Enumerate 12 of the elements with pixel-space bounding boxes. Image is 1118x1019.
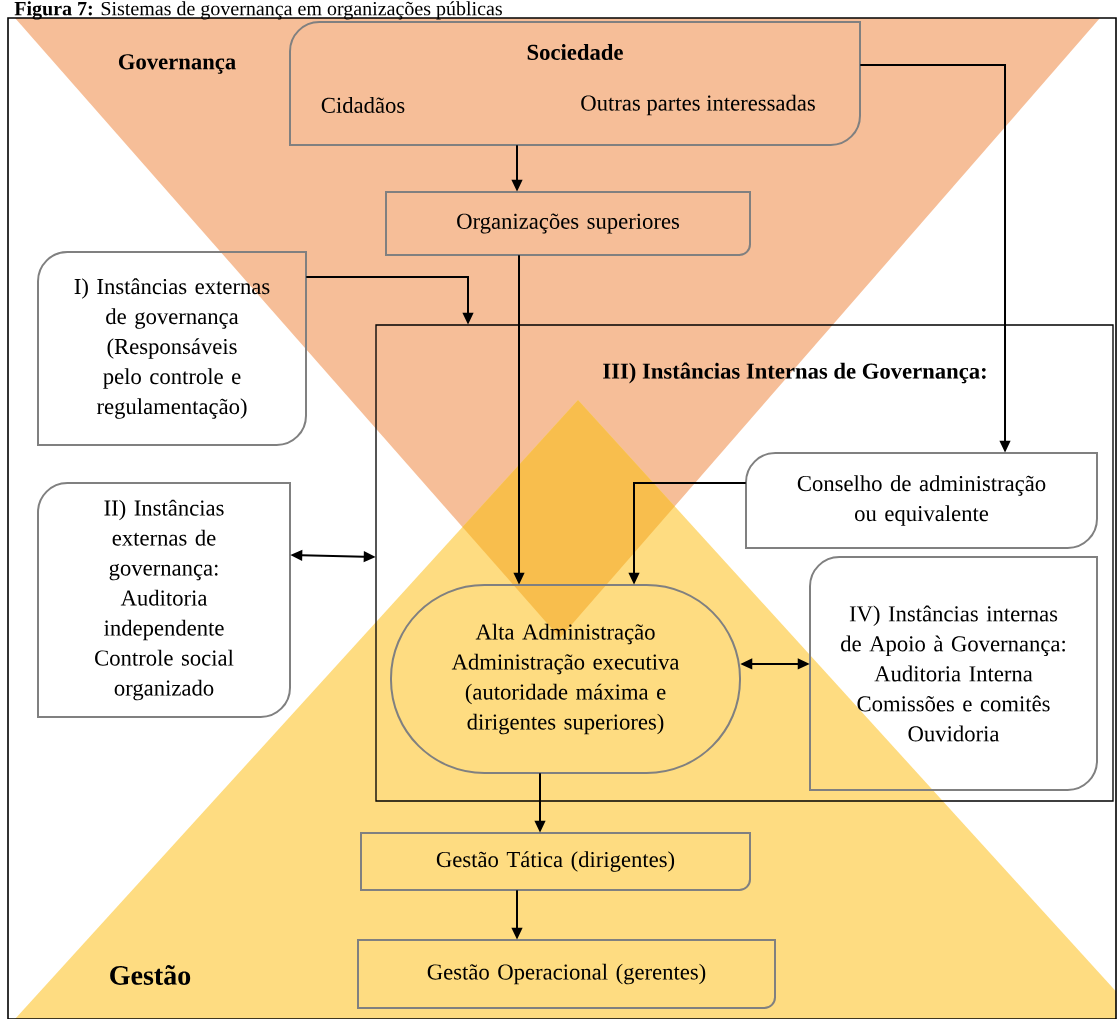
region-label: Governança bbox=[118, 54, 236, 74]
rounded-box: Conselho de administração ou equivalente bbox=[745, 452, 1098, 549]
process-box: Gestão Operacional (gerentes) bbox=[357, 939, 776, 1009]
region-label: Gestão bbox=[110, 965, 191, 985]
rounded-box: II) Instâncias externas de governança: Auditoria independente Controle social organizado bbox=[37, 482, 291, 718]
rounded-box: Sociedade Cidadãos Outras partes interessadas bbox=[289, 21, 861, 146]
stadium-box: Alta Administração Administração executiva (autoridade máxima e dirigentes superiores) bbox=[390, 584, 741, 774]
rounded-box: IV) Instâncias internas de Apoio à Governança: Auditoria Interna Comissões e comitês Ouvidoria bbox=[809, 556, 1098, 791]
rounded-box: I) Instâncias externas de governança (Responsáveis pelo controle e regulamentação) bbox=[37, 251, 307, 446]
process-box: Organizações superiores bbox=[385, 191, 751, 256]
figure-caption: Figura 7: Sistemas de governança em organizações públicas bbox=[14, 1, 502, 20]
process-box: Gestão Tática (dirigentes) bbox=[360, 832, 751, 891]
